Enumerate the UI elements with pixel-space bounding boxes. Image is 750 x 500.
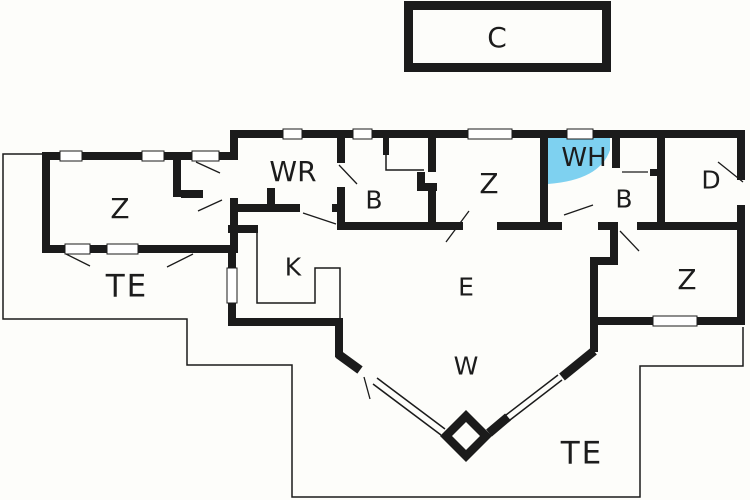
door-swings: [65, 161, 744, 400]
room-label-terrace-right: TE: [560, 435, 604, 472]
room-label-k: K: [284, 252, 302, 282]
wh-room-highlight[interactable]: [548, 138, 610, 184]
room-label-d: D: [701, 165, 721, 195]
bay-windows: [372, 374, 563, 436]
garage-outline: [404, 1, 611, 72]
bay-walls: [335, 347, 597, 437]
room-label-w: W: [453, 351, 479, 381]
room-label-b-right: B: [615, 184, 633, 214]
room-label-b-center: B: [365, 185, 383, 215]
room-label-wh: WH: [561, 143, 607, 173]
room-label-terrace-left: TE: [105, 268, 149, 305]
door-openings: [300, 203, 637, 231]
room-label-carport: C: [487, 21, 507, 54]
kitchen-counter: [256, 155, 424, 318]
room-label-z-right: Z: [677, 263, 697, 296]
room-label-z-center: Z: [479, 167, 499, 200]
interior-walls: [173, 138, 745, 265]
terrace-outline: [2, 153, 744, 498]
room-label-wr: WR: [269, 155, 317, 188]
windows: [59, 128, 698, 327]
exterior-walls: [42, 130, 745, 357]
bay-diamond: [440, 410, 492, 462]
room-label-e: E: [458, 272, 474, 302]
room-label-z-left: Z: [110, 192, 130, 225]
